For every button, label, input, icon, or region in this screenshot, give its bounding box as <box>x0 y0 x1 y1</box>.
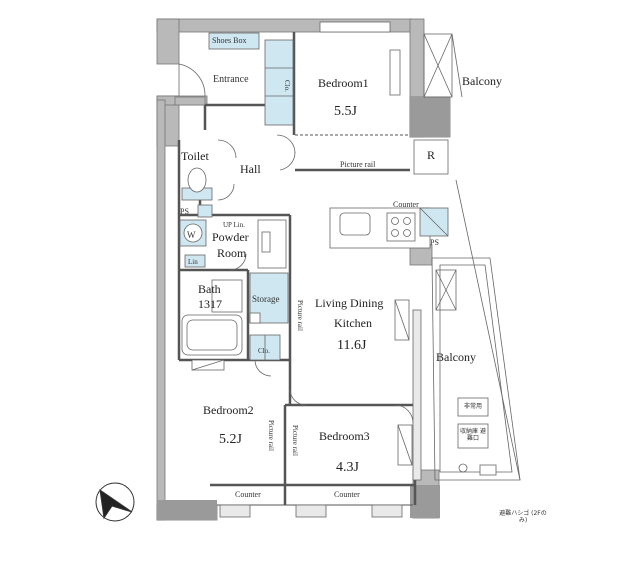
uplin-label: UP Lin. <box>223 221 245 229</box>
refrigerator <box>413 139 449 175</box>
bedroom1-window-furniture <box>319 21 401 96</box>
powder-room-label-1: Powder <box>212 230 249 244</box>
shoes-box-label: Shoes Box <box>212 36 247 45</box>
bedroom2-area: 5.2J <box>219 432 242 447</box>
bedroom2-label: Bedroom2 <box>203 403 254 417</box>
bedroom3-area: 4.3J <box>336 460 359 475</box>
balcony-label-2: Balcony <box>436 350 476 364</box>
picture-rail-label-1: Picture rail <box>340 160 376 169</box>
bath-size: 1317 <box>198 297 222 311</box>
north-arrow <box>95 482 135 522</box>
ldk-label-2: Kitchen <box>334 316 372 330</box>
lin-label: Lin <box>188 258 198 266</box>
washer-label: W <box>187 230 196 240</box>
kitchen-counter <box>329 207 449 249</box>
balcony-equipment-note-2: 収納庫 避難口 <box>460 428 486 442</box>
shoes-box <box>208 32 294 126</box>
bathtub <box>181 279 243 356</box>
living-window <box>394 299 422 481</box>
entrance-label: Entrance <box>213 74 249 85</box>
closet-label-1: Clo. <box>283 80 291 92</box>
storage-label: Storage <box>252 294 280 304</box>
ps-label-1: PS <box>180 207 189 216</box>
picture-rail-label-4: Picture rail <box>291 425 299 456</box>
ps-label-2: PS <box>430 238 439 247</box>
picture-rail-label-3: Picture rail <box>267 420 275 451</box>
upper-balcony <box>423 33 463 98</box>
powder-room-fixtures <box>179 204 287 269</box>
evacuation-ladder-note: 避難ハシゴ (2Fのみ) <box>499 510 547 524</box>
bedroom3-label: Bedroom3 <box>319 429 370 443</box>
door-swings <box>178 63 414 424</box>
counter-label-bedroom3: Counter <box>334 490 360 499</box>
balcony-label-1: Balcony <box>462 74 502 88</box>
ldk-label-1: Living Dining <box>315 296 384 310</box>
right-balcony <box>431 179 521 481</box>
bedroom1-label: Bedroom1 <box>318 76 369 90</box>
picture-rail-label-2: Picture rail <box>296 300 304 331</box>
bedroom3-closet <box>397 424 413 466</box>
toilet-label: Toilet <box>181 149 209 163</box>
bedroom1-area: 5.5J <box>334 104 357 119</box>
bottom-windows <box>219 504 403 518</box>
closet-label-2: Clo. <box>258 347 270 355</box>
powder-room-label-2: Room <box>217 246 247 260</box>
ldk-area: 11.6J <box>337 338 367 353</box>
balcony-equipment-note-1: 非常用 <box>463 403 482 410</box>
counter-label-bedroom2: Counter <box>235 490 261 499</box>
refrigerator-label: R <box>427 148 436 162</box>
storage <box>249 272 289 361</box>
toilet-fixture <box>181 167 213 201</box>
hall-label: Hall <box>240 162 261 176</box>
bedroom2-wall-items <box>191 359 225 371</box>
counter-label-kitchen: Counter <box>393 200 419 209</box>
bath-label: Bath <box>198 282 221 296</box>
